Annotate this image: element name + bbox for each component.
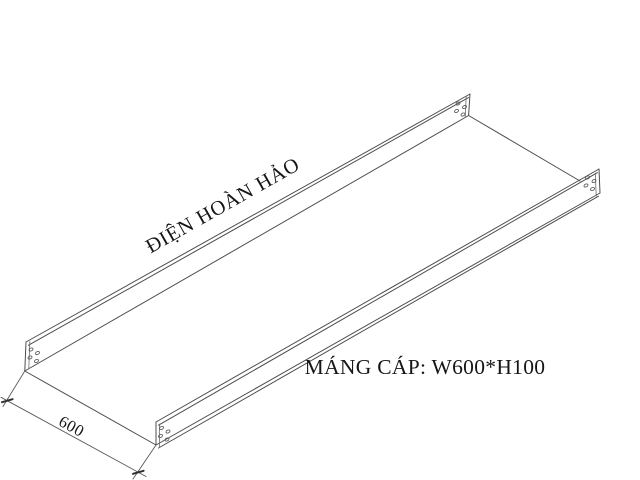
- back-wall-bolt-holes-right: [454, 101, 467, 117]
- back-wall-bolt-holes-left: [27, 347, 40, 364]
- dimension-tick-start: [1, 398, 14, 404]
- front-wall-bolt-holes-left: [158, 425, 171, 442]
- front-wall-bolt-holes-right: [583, 175, 597, 192]
- brand-label: ĐIỆN HOÀN HẢO: [142, 153, 304, 258]
- tray-floor-outline: [24, 115, 581, 446]
- width-dimension: 600: [0, 370, 157, 480]
- width-dimension-label: 600: [56, 412, 88, 441]
- back-wall-outline: [24, 93, 471, 372]
- dimension-tick-end: [132, 469, 145, 475]
- front-wall-outline: [155, 168, 601, 449]
- product-spec-label: MÁNG CÁP: W600*H100: [305, 355, 546, 379]
